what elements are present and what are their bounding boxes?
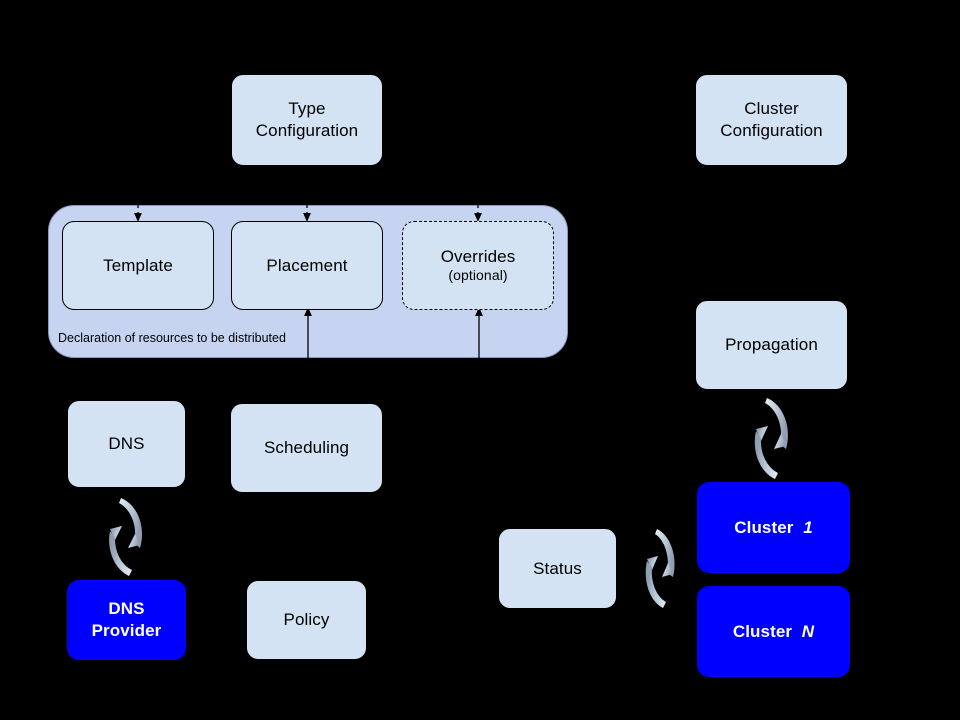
node-cluster-1[interactable]: Cluster 1	[697, 482, 850, 573]
dns-sync-icon	[88, 497, 162, 577]
node-cluster-1-label: Cluster 1	[734, 517, 813, 539]
node-type-configuration[interactable]: Type Configuration	[231, 74, 383, 166]
node-template[interactable]: Template	[62, 221, 214, 310]
node-placement-label: Placement	[266, 255, 348, 275]
node-cluster-n-label: Cluster N	[733, 621, 814, 643]
node-cluster-1-suffix: 1	[803, 517, 813, 537]
node-cluster-n-prefix: Cluster	[732, 621, 793, 641]
node-cluster-configuration-line2: Configuration	[720, 121, 823, 140]
node-dns[interactable]: DNS	[67, 400, 186, 488]
connector-type-config-to-template	[131, 172, 145, 224]
node-cluster-n[interactable]: Cluster N	[697, 586, 850, 677]
node-scheduling[interactable]: Scheduling	[230, 403, 383, 493]
node-status-label: Status	[533, 558, 582, 578]
node-scheduling-label: Scheduling	[263, 438, 350, 458]
node-cluster-configuration-line1: Cluster	[744, 99, 799, 119]
node-overrides-label: Overrides	[440, 246, 516, 266]
node-propagation[interactable]: Propagation	[695, 300, 848, 390]
node-cluster-n-suffix: N	[801, 621, 815, 641]
declaration-group-label: Declaration of resources to be distribut…	[58, 331, 286, 345]
node-type-configuration-line1: Type	[288, 99, 326, 119]
node-cluster-configuration[interactable]: Cluster Configuration	[695, 74, 848, 166]
node-policy[interactable]: Policy	[246, 580, 367, 660]
propagation-sync-icon	[734, 396, 808, 480]
node-dns-provider[interactable]: DNS Provider	[67, 580, 186, 660]
status-sync-icon	[630, 528, 688, 610]
connector-scheduling-to-placement	[301, 306, 315, 404]
node-overrides-sublabel: (optional)	[448, 267, 508, 284]
node-policy-label: Policy	[283, 610, 330, 630]
node-placement[interactable]: Placement	[231, 221, 383, 310]
node-status[interactable]: Status	[498, 528, 617, 609]
connector-type-config-to-overrides	[471, 172, 485, 224]
node-propagation-label: Propagation	[725, 335, 818, 355]
connector-type-config-to-placement	[300, 172, 314, 224]
node-type-configuration-line2: Configuration	[255, 121, 359, 140]
node-dns-label: DNS	[108, 434, 145, 454]
node-overrides[interactable]: Overrides (optional)	[402, 221, 554, 310]
node-cluster-1-prefix: Cluster	[734, 517, 794, 537]
node-template-label: Template	[103, 255, 173, 275]
node-dns-provider-line1: DNS	[108, 599, 145, 619]
connector-policy-to-overrides	[472, 306, 486, 586]
node-dns-provider-line2: Provider	[91, 621, 162, 640]
